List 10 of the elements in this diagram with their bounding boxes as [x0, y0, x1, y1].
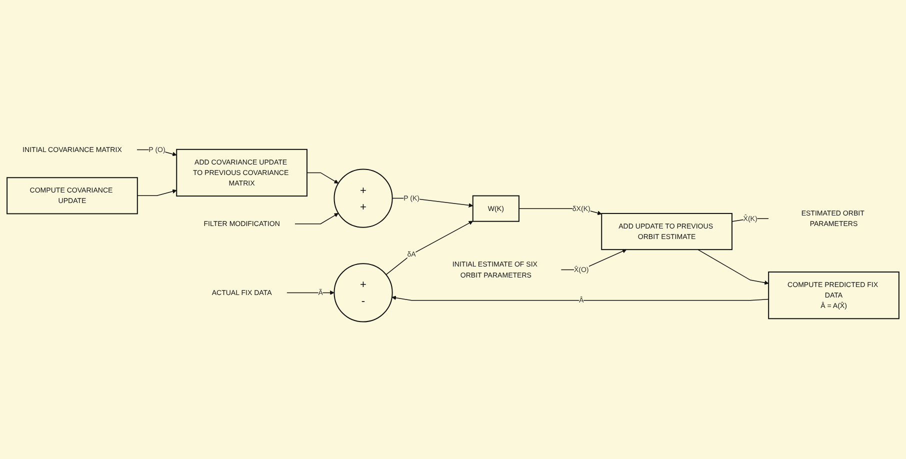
arrow — [137, 189, 177, 196]
arrow — [306, 172, 339, 184]
arrow — [697, 249, 769, 285]
arrow — [392, 198, 474, 208]
arrow — [286, 290, 334, 296]
node-circle: + + — [334, 168, 393, 228]
arrow — [392, 296, 769, 301]
arrow — [294, 213, 339, 224]
arrow — [386, 221, 474, 276]
node-circle: + - — [334, 263, 393, 322]
